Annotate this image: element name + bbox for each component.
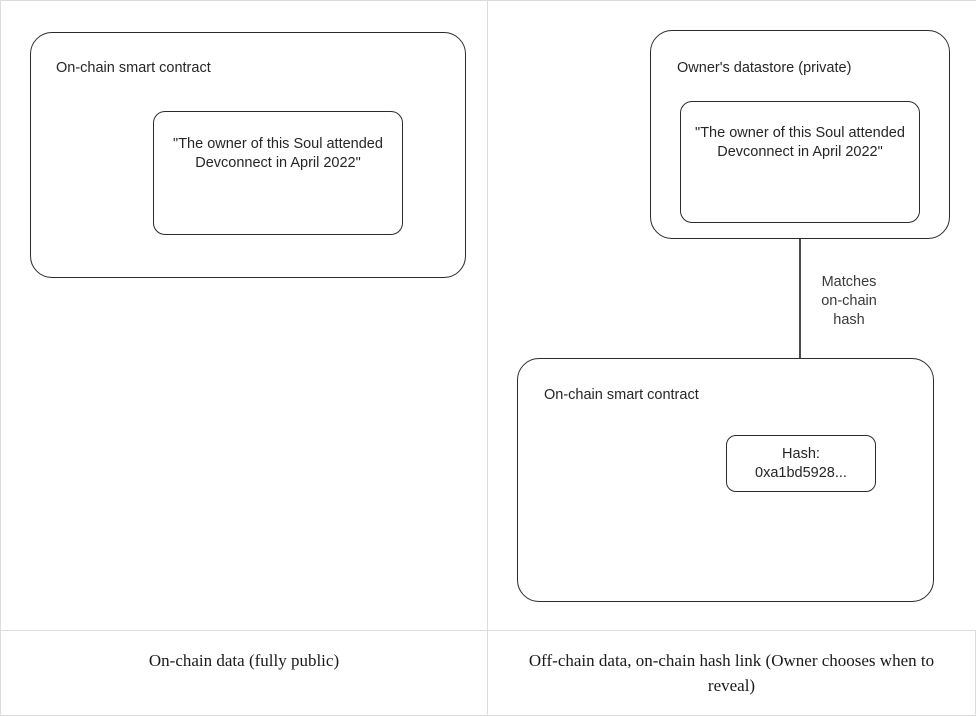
right-onchain-contract-label: On-chain smart contract [544,387,699,403]
right-caption-cell: Off-chain data, on-chain hash link (Owne… [488,631,975,715]
table-border-top [0,0,976,1]
table-column-divider [487,0,488,716]
right-caption-text: Off-chain data, on-chain hash link (Owne… [528,651,935,695]
right-diagram-cell: Owner's datastore (private) "The owner o… [488,1,975,630]
table-row-divider [0,630,976,631]
hash-value: 0xa1bd5928... [755,465,847,481]
left-claim-box: "The owner of this Soul attended Devconn… [153,111,403,235]
hash-label: Hash: [782,446,820,462]
left-onchain-contract-label: On-chain smart contract [56,60,211,76]
datastore-claim-text: "The owner of this Soul attended Devconn… [695,125,905,160]
left-caption-cell: On-chain data (fully public) [1,631,487,715]
matches-onchain-hash-label: Matches on-chain hash [821,274,877,328]
hash-box: Hash: 0xa1bd5928... [726,435,876,492]
left-claim-text: "The owner of this Soul attended Devconn… [173,136,383,171]
table-border-left [0,0,1,716]
datastore-claim-box: "The owner of this Soul attended Devconn… [680,101,920,223]
owner-datastore-label: Owner's datastore (private) [677,60,852,76]
left-diagram-cell: On-chain smart contract "The owner of th… [1,1,487,630]
left-caption-text: On-chain data (fully public) [148,651,340,670]
